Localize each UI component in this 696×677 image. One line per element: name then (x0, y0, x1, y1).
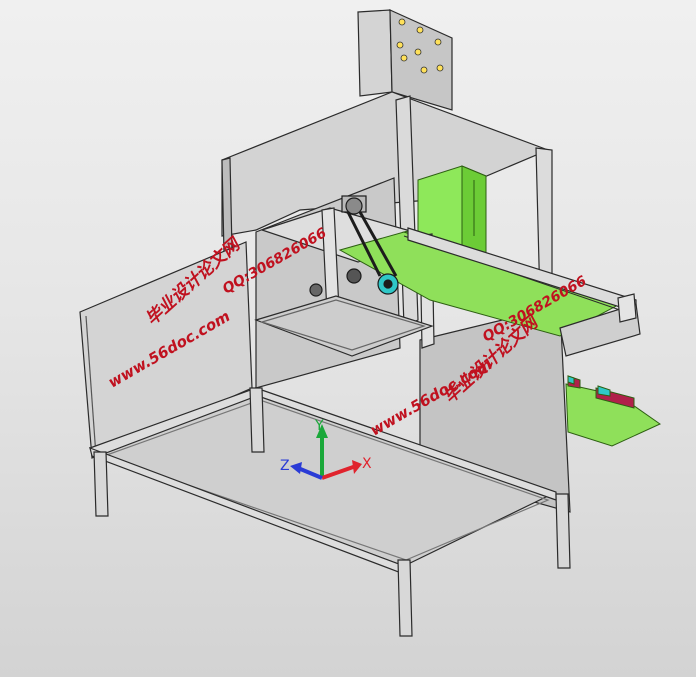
axis-y-label: Y (314, 418, 324, 434)
left-side-panel (79, 241, 253, 459)
green-chute (565, 375, 662, 447)
belt-side-rail (407, 227, 641, 357)
bolt-icon (396, 18, 444, 74)
axis-triad-icon: Y X Z (280, 418, 372, 480)
axis-x-label: X (362, 456, 372, 472)
pulley-icon (309, 195, 399, 297)
upright-column (357, 9, 453, 111)
table-legs (93, 387, 571, 637)
axis-z-label: Z (280, 458, 290, 474)
